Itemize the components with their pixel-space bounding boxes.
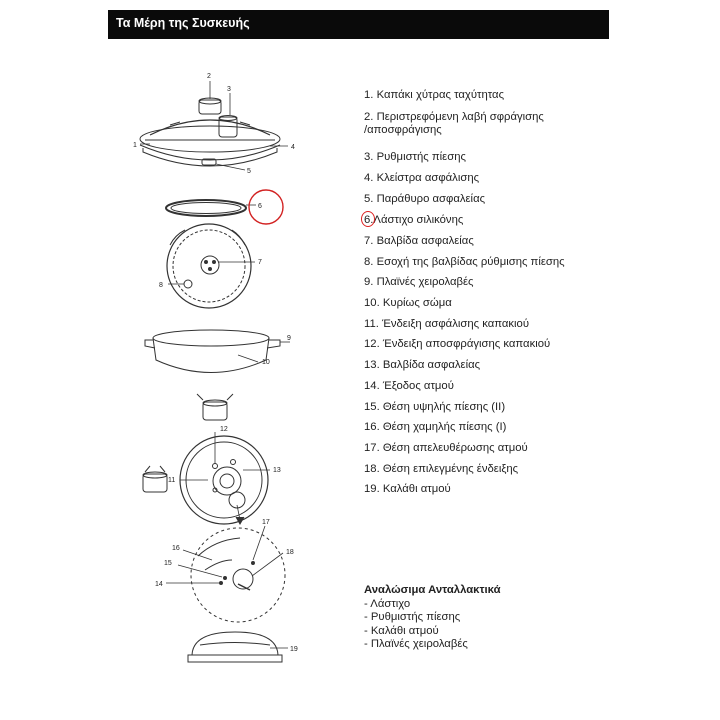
spare-item: - Λάστιχο — [364, 597, 411, 610]
pot-body-illustration — [144, 329, 290, 373]
list-item: 10. Κυρίως σώμα — [364, 297, 452, 309]
list-item: 5. Παράθυρο ασφαλείας — [364, 193, 486, 205]
regulator-cap-illustration — [196, 393, 234, 421]
list-item: 6.Λάστιχο σιλικόνης — [364, 214, 464, 226]
callout-9: 9 — [287, 335, 291, 342]
valve-detail-illustration — [166, 525, 286, 623]
list-item: 1. Καπάκι χύτρας ταχύτητας — [364, 89, 505, 101]
callout-19: 19 — [290, 646, 298, 653]
callout-16: 16 — [172, 545, 180, 552]
callout-17: 17 — [262, 519, 270, 526]
steam-basket-illustration — [187, 631, 288, 663]
list-item: 19. Καλάθι ατμού — [364, 483, 451, 495]
spare-parts-section: Αναλώσιμα Ανταλλακτικά - Λάστιχο - Ρυθμι… — [364, 584, 501, 652]
callout-6: 6 — [258, 203, 262, 210]
callout-8: 8 — [159, 282, 163, 289]
list-item: 12. Ένδειξη αποσφράγισης καπακιού — [364, 338, 551, 350]
callout-10: 10 — [262, 359, 270, 366]
lock-indicator-illustration — [142, 465, 168, 493]
callout-2: 2 — [207, 73, 211, 80]
spare-item: - Πλαϊνές χειρολαβές — [364, 638, 468, 650]
list-item: 14. Έξοδος ατμού — [364, 380, 454, 392]
list-item: 3. Ρυθμιστής πίεσης — [364, 151, 466, 163]
callout-1: 1 — [133, 142, 137, 149]
list-item: 4. Κλείστρα ασφάλισης — [364, 172, 480, 184]
list-item: 18. Θέση επιλεγμένης ένδειξης — [364, 463, 519, 475]
callout-3: 3 — [227, 86, 231, 93]
callout-7: 7 — [258, 259, 262, 266]
list-item: 15. Θέση υψηλής πίεσης (II) — [364, 401, 506, 413]
spare-item: - Ρυθμιστής πίεσης — [364, 611, 461, 623]
callout-5: 5 — [247, 168, 251, 175]
callout-13: 13 — [273, 467, 281, 474]
gasket-illustration — [165, 189, 284, 225]
highlight-circle — [361, 211, 375, 227]
lid-underside-illustration — [166, 223, 255, 309]
section-header-bar: Τα Μέρη της Συσκευής — [108, 10, 609, 39]
list-item: 11. Ένδειξη ασφάλισης καπακιού — [364, 318, 530, 330]
spare-item: - Καλάθι ατμού — [364, 624, 439, 637]
lid-top-view-illustration — [179, 432, 270, 526]
spare-parts-title: Αναλώσιμα Ανταλλακτικά — [364, 584, 501, 596]
callout-18: 18 — [286, 549, 294, 556]
list-item: 2. Περιστρεφόμενη λαβή σφράγισης /αποσφρ… — [364, 111, 544, 136]
callout-12: 12 — [220, 426, 228, 433]
callout-11: 11 — [168, 477, 175, 484]
callout-4: 4 — [291, 144, 295, 151]
list-item: 17. Θέση απελευθέρωσης ατμού — [364, 442, 528, 454]
list-item: 7. Βαλβίδα ασφαλείας — [364, 235, 474, 247]
list-item: 13. Βαλβίδα ασφαλείας — [364, 359, 481, 371]
lid-illustration — [139, 81, 288, 171]
callout-15: 15 — [164, 560, 172, 567]
callout-14: 14 — [155, 581, 163, 588]
list-item: 9. Πλαϊνές χειρολαβές — [364, 276, 474, 288]
list-item: 16. Θέση χαμηλής πίεσης (I) — [364, 421, 507, 433]
list-item: 8. Εσοχή της βαλβίδας ρύθμισης πίεσης — [364, 256, 565, 268]
section-title: Τα Μέρη της Συσκευής — [116, 16, 250, 30]
